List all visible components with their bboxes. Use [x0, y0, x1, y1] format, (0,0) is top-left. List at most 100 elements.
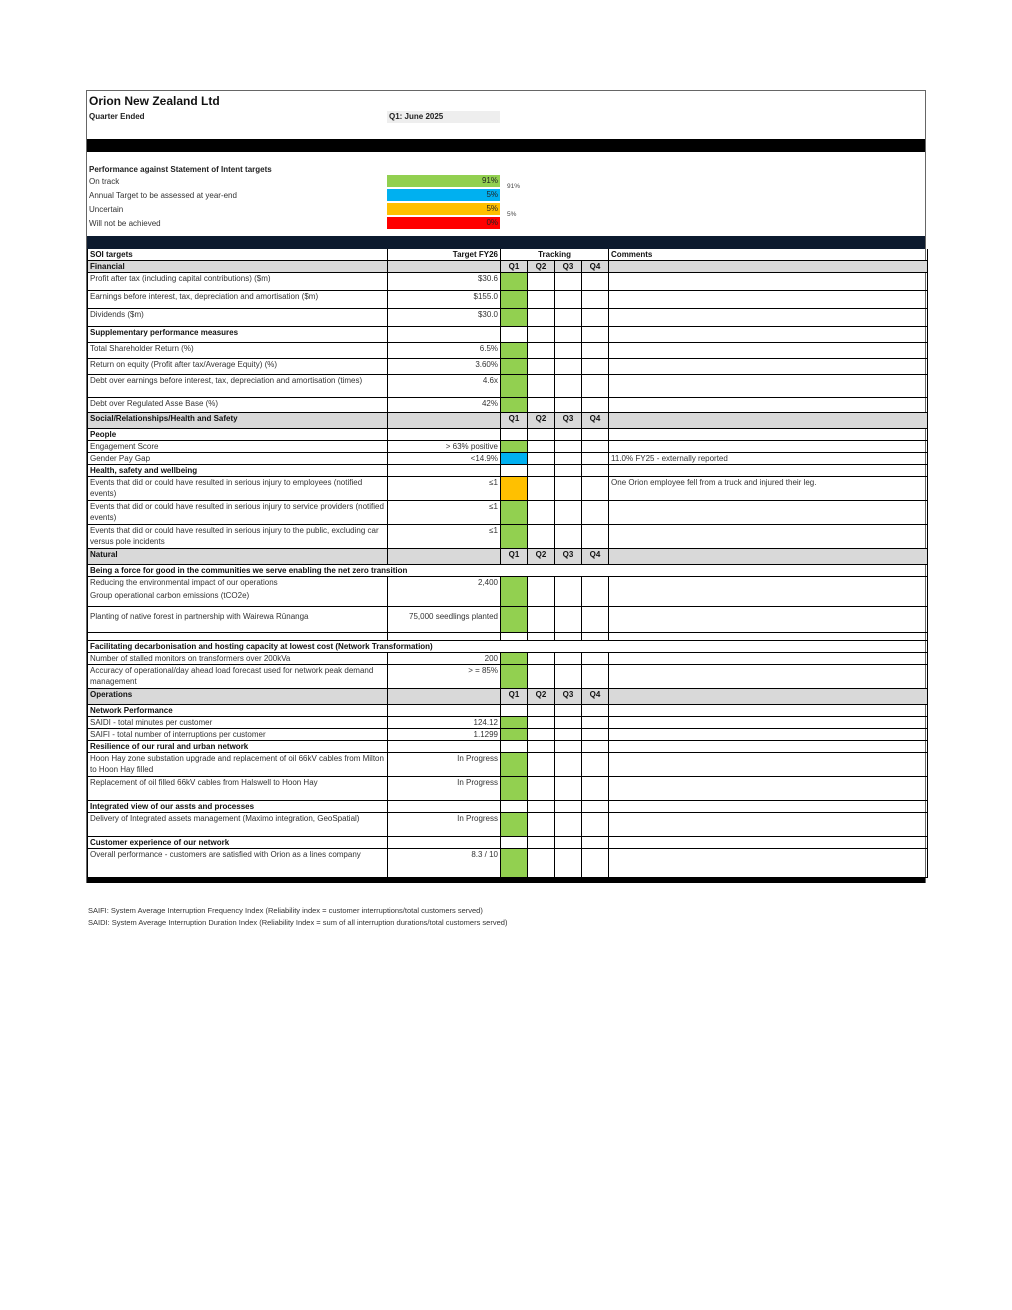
section-social: Social/Relationships/Health and Safety Q… — [87, 412, 929, 429]
subsection-health: Health, safety and wellbeing — [87, 464, 929, 477]
row-target: 1.1299 — [387, 728, 501, 741]
subsection-customer-experience: Customer experience of our network — [87, 836, 929, 849]
row-target: 75,000 seedlings planted — [387, 606, 501, 633]
row-target: 2,400 — [387, 576, 501, 607]
subsection-force-for-good: Being a force for good in the communitie… — [86, 564, 929, 577]
section-title: Natural — [87, 548, 388, 565]
status-q1 — [500, 664, 528, 689]
row-target: 124.12 — [387, 716, 501, 729]
status-q1 — [500, 606, 528, 633]
table-row: Earnings before interest, tax, depreciat… — [87, 290, 929, 309]
status-q1 — [500, 440, 528, 453]
table-row: Events that did or could have resulted i… — [87, 476, 929, 501]
quarter-q4: Q4 — [580, 260, 610, 273]
perf-value-uncertain: 5% — [387, 203, 500, 215]
quarter-q3: Q3 — [554, 688, 582, 705]
subsection-facilitating: Facilitating decarbonisation and hosting… — [86, 640, 929, 653]
row-target: In Progress — [387, 812, 501, 837]
row-label: Overall performance - customers are sati… — [87, 848, 388, 878]
table-row: Engagement Score> 63% positive — [87, 440, 929, 453]
table-row: Events that did or could have resulted i… — [87, 500, 929, 525]
status-q1 — [500, 752, 528, 777]
row-label: SAIDI - total minutes per customer — [87, 716, 388, 729]
status-q1 — [500, 358, 528, 375]
quarter-q3: Q3 — [554, 260, 582, 273]
row-target: > = 85% — [387, 664, 501, 689]
row-label: Reducing the environmental impact of our… — [87, 576, 388, 607]
row-target: > 63% positive — [387, 440, 501, 453]
row-target: In Progress — [387, 776, 501, 801]
status-q1 — [500, 524, 528, 549]
row-label: Accuracy of operational/day ahead load f… — [87, 664, 388, 689]
subsection-title: People — [87, 428, 388, 441]
row-label: Total Shareholder Return (%) — [87, 342, 388, 359]
row-label: Debt over earnings before interest, tax,… — [87, 374, 388, 398]
perf-label-not-achieved: Will not be achieved — [89, 219, 161, 228]
row-label: Dividends ($m) — [87, 308, 388, 327]
subsection-integrated: Integrated view of our assts and process… — [87, 800, 929, 813]
perf-value-annual: 5% — [387, 189, 500, 201]
table-header-row: SOI targets Target FY26 Tracking Comment… — [87, 249, 929, 261]
row-target: ≤1 — [387, 500, 501, 525]
quarter-q3: Q3 — [554, 412, 582, 429]
subsection-resilience: Resilience of our rural and urban networ… — [87, 740, 929, 753]
status-q1 — [500, 397, 528, 413]
table-row: Profit after tax (including capital cont… — [87, 272, 929, 291]
report-header: Orion New Zealand Ltd Quarter Ended Q1: … — [87, 91, 925, 139]
status-q1 — [500, 576, 528, 607]
table-row: Dividends ($m)$30.0 — [87, 308, 929, 327]
subsection-title: Being a force for good in the communitie… — [86, 564, 929, 577]
row-target: ≤1 — [387, 524, 501, 549]
col-tracking: Tracking — [499, 249, 610, 261]
status-q1 — [500, 716, 528, 729]
section-title: Operations — [87, 688, 388, 705]
table-row: Delivery of Integrated assets management… — [87, 812, 929, 837]
performance-summary: Performance against Statement of Intent … — [87, 152, 925, 236]
quarter-q4: Q4 — [580, 548, 610, 565]
perf-value-not-achieved: 0% — [387, 217, 500, 229]
status-q1 — [500, 728, 528, 741]
quarter-q1: Q1 — [500, 412, 528, 429]
section-bar — [87, 236, 925, 249]
row-target: $30.6 — [387, 272, 501, 291]
table-row: Planting of native forest in partnership… — [87, 606, 929, 633]
row-label: Earnings before interest, tax, depreciat… — [87, 290, 388, 309]
status-q1 — [500, 476, 528, 501]
quarter-q4: Q4 — [580, 412, 610, 429]
status-q1 — [500, 776, 528, 801]
row-label: Delivery of Integrated assets management… — [87, 812, 388, 837]
quarter-q1: Q1 — [500, 260, 528, 273]
status-q1 — [500, 500, 528, 525]
perf-value-on-track: 91% — [387, 175, 500, 187]
subsection-title: Integrated view of our assts and process… — [87, 800, 388, 813]
pie-label-on-track: 91% — [507, 183, 521, 190]
row-label: Planting of native forest in partnership… — [87, 606, 388, 633]
subsection-title: Network Performance — [87, 704, 388, 717]
performance-title: Performance against Statement of Intent … — [89, 165, 272, 174]
section-operations: Operations Q1 Q2 Q3 Q4 — [87, 688, 929, 705]
row-label: Replacement of oil filled 66kV cables fr… — [87, 776, 388, 801]
status-q1 — [500, 290, 528, 309]
row-label: Profit after tax (including capital cont… — [87, 272, 388, 291]
row-comment: One Orion employee fell from a truck and… — [608, 476, 929, 501]
table-row: Debt over earnings before interest, tax,… — [87, 374, 929, 398]
status-q1 — [500, 652, 528, 665]
section-financial: Financial Q1 Q2 Q3 Q4 — [87, 260, 929, 273]
table-row: Total Shareholder Return (%)6.5% — [87, 342, 929, 359]
quarter-label: Quarter Ended — [89, 112, 145, 121]
perf-label-annual: Annual Target to be assessed at year-end — [89, 191, 237, 200]
table-row: Number of stalled monitors on transforme… — [87, 652, 929, 665]
soi-table: SOI targets Target FY26 Tracking Comment… — [86, 249, 929, 878]
divider-bar — [87, 139, 925, 152]
row-target: 42% — [387, 397, 501, 413]
perf-label-on-track: On track — [89, 177, 120, 186]
status-q1 — [500, 812, 528, 837]
quarter-value: Q1: June 2025 — [387, 111, 500, 123]
row-target: 3.60% — [387, 358, 501, 375]
table-row: Debt over Regulated Asse Base (%)42% — [87, 397, 929, 413]
row-target: $30.0 — [387, 308, 501, 327]
table-bottom-bar — [87, 878, 925, 883]
table-row: Return on equity (Profit after tax/Avera… — [87, 358, 929, 375]
row-label: Return on equity (Profit after tax/Avera… — [87, 358, 388, 375]
